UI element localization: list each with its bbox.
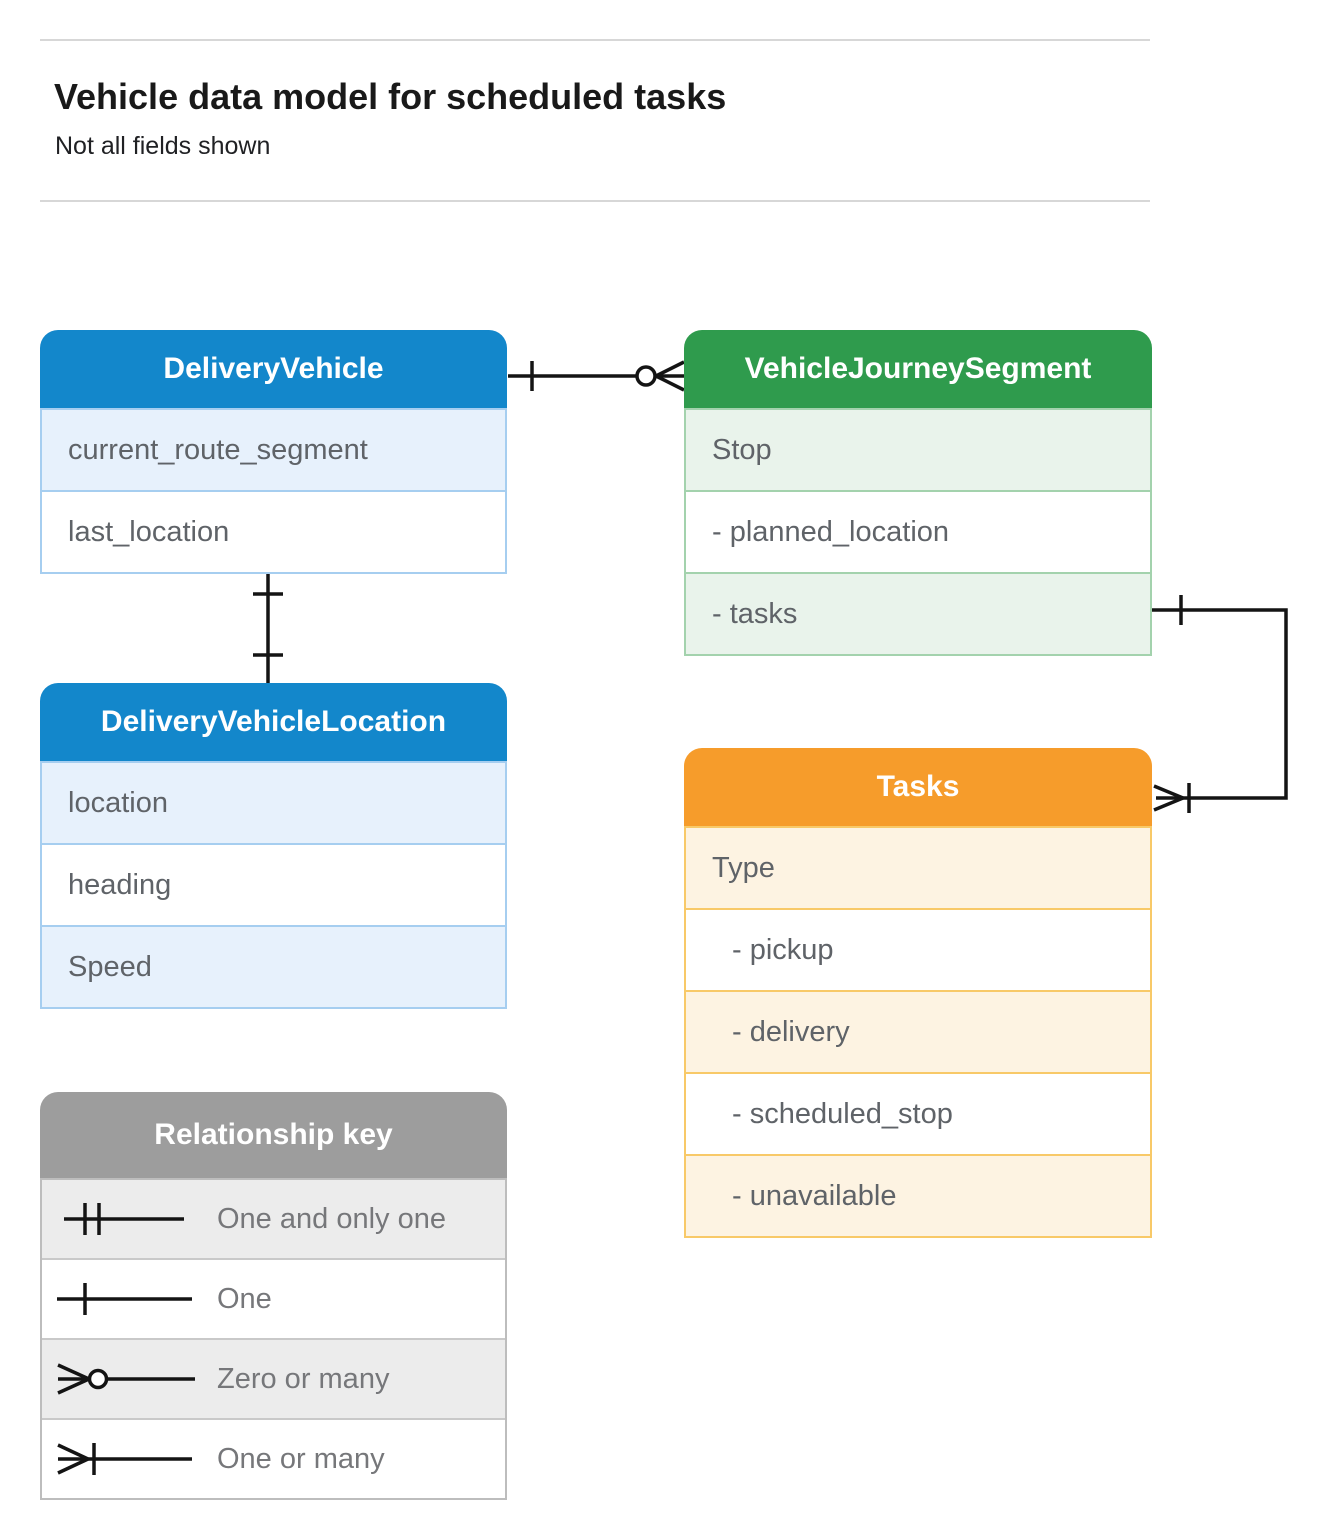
- relationship-key-title: Relationship key: [40, 1092, 507, 1178]
- divider-subtitle: [40, 200, 1150, 202]
- legend-label: One and only one: [217, 1202, 446, 1235]
- entity-delivery-vehicle-body: current_route_segment last_location: [40, 408, 507, 574]
- connector-vehiclejourneysegment-tasks: [1152, 595, 1288, 813]
- legend-item-one-or-many: One or many: [42, 1418, 505, 1498]
- one-icon: [57, 1283, 192, 1315]
- field-planned-location: - planned_location: [686, 490, 1150, 572]
- entity-delivery-vehicle-title: DeliveryVehicle: [40, 330, 507, 408]
- legend-label: One: [217, 1282, 272, 1315]
- entity-vehicle-journey-segment-title: VehicleJourneySegment: [684, 330, 1152, 408]
- entity-delivery-vehicle: DeliveryVehicle current_route_segment la…: [40, 330, 507, 574]
- field-current-route-segment: current_route_segment: [42, 410, 505, 490]
- legend-item-one-and-only-one: One and only one: [42, 1180, 505, 1258]
- page-title: Vehicle data model for scheduled tasks: [54, 76, 727, 117]
- field-speed: Speed: [42, 925, 505, 1007]
- page-subtitle: Not all fields shown: [55, 132, 271, 160]
- field-pickup: - pickup: [686, 908, 1150, 990]
- field-scheduled-stop: - scheduled_stop: [686, 1072, 1150, 1154]
- divider-top: [40, 39, 1150, 41]
- entity-delivery-vehicle-location: DeliveryVehicleLocation location heading…: [40, 683, 507, 1009]
- legend-label: One or many: [217, 1442, 385, 1475]
- field-heading: heading: [42, 843, 505, 925]
- relationship-key: Relationship key One and only one One: [40, 1092, 507, 1500]
- connector-deliveryvehicle-deliveryvehiclelocation: [253, 568, 283, 683]
- field-delivery: - delivery: [686, 990, 1150, 1072]
- legend-label: Zero or many: [217, 1362, 390, 1395]
- entity-delivery-vehicle-location-body: location heading Speed: [40, 761, 507, 1009]
- legend-item-zero-or-many: Zero or many: [42, 1338, 505, 1418]
- entity-tasks-title: Tasks: [684, 748, 1152, 826]
- field-last-location: last_location: [42, 490, 505, 572]
- one-or-many-icon: [57, 1443, 192, 1475]
- entity-tasks: Tasks Type - pickup - delivery - schedul…: [684, 748, 1152, 1238]
- field-location: location: [42, 763, 505, 843]
- entity-vehicle-journey-segment: VehicleJourneySegment Stop - planned_loc…: [684, 330, 1152, 656]
- one-and-only-one-icon: [64, 1203, 184, 1235]
- field-tasks: - tasks: [686, 572, 1150, 654]
- legend-item-one: One: [42, 1258, 505, 1338]
- relationship-key-body: One and only one One Zero or many: [40, 1178, 507, 1500]
- entity-delivery-vehicle-location-title: DeliveryVehicleLocation: [40, 683, 507, 761]
- entity-vehicle-journey-segment-body: Stop - planned_location - tasks: [684, 408, 1152, 656]
- entity-tasks-body: Type - pickup - delivery - scheduled_sto…: [684, 826, 1152, 1238]
- zero-or-many-icon: [57, 1363, 195, 1395]
- field-unavailable: - unavailable: [686, 1154, 1150, 1236]
- field-stop: Stop: [686, 410, 1150, 490]
- field-type: Type: [686, 828, 1150, 908]
- connector-deliveryvehicle-vehiclejourneysegment: [508, 360, 685, 392]
